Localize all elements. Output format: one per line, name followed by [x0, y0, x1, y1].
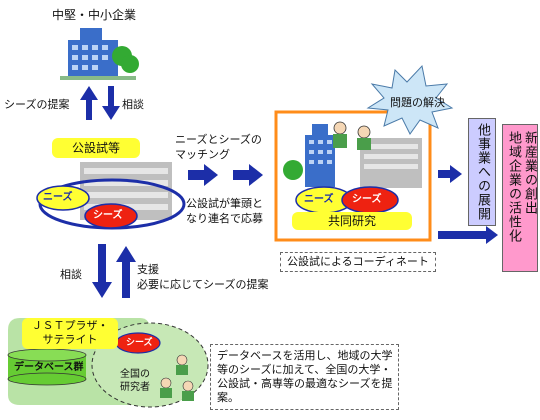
matching-arrows	[188, 164, 263, 186]
support-label: 支援 必要に応じてシーズの提案	[137, 263, 269, 291]
database-label: データベース群	[14, 362, 84, 373]
consult-label-up: 相談	[122, 98, 144, 111]
nationwide-researcher-icons	[160, 354, 194, 401]
jst-seeds-label: シーズ	[126, 338, 153, 348]
nationwide-researchers-label: 全国の 研究者	[120, 369, 150, 393]
database-cylinder-icon	[7, 348, 87, 386]
coordinate-label: 公設試によるコーディネート	[280, 252, 436, 272]
company-building-icon	[60, 28, 139, 80]
seeds-ellipse	[84, 203, 138, 229]
jst-plaza-box: ＪＳＴプラザ・ サテライト	[22, 318, 118, 349]
needs-label: ニーズ	[43, 192, 73, 203]
company-lab-arrows	[80, 86, 120, 120]
joint-research-box: 共同研究	[292, 212, 412, 230]
seeds-label: シーズ	[93, 210, 123, 221]
lab-jst-arrows	[92, 244, 136, 298]
matching-label: ニーズとシーズの マッチング	[175, 133, 262, 161]
right-output-arrows	[438, 165, 498, 244]
needs-ellipse	[36, 185, 90, 211]
problem-solved-burst	[366, 64, 454, 135]
seeds-proposal-label: シーズの提案	[4, 98, 70, 111]
new-industry-box: 新産業の創出 地域企業の活性化	[502, 124, 538, 272]
public-lab-box: 公設試等	[52, 138, 140, 158]
problem-solved-label: 問題の解決	[390, 96, 445, 109]
researcher-figures	[333, 121, 371, 150]
database-description: データベースを活用し、地域の大学 等のシーズに加えて、全国の大学・ 公設試・高専…	[210, 344, 400, 410]
joint-needs-label: ニーズ	[304, 194, 334, 205]
collab-note: 公設試が筆頭と なり連名で応募	[186, 197, 263, 225]
company-label: 中堅・中小企業	[52, 8, 137, 22]
consult-label-down: 相談	[60, 268, 82, 281]
other-business-box: 他事業への展開	[468, 118, 496, 226]
joint-seeds-label: シーズ	[352, 194, 382, 205]
